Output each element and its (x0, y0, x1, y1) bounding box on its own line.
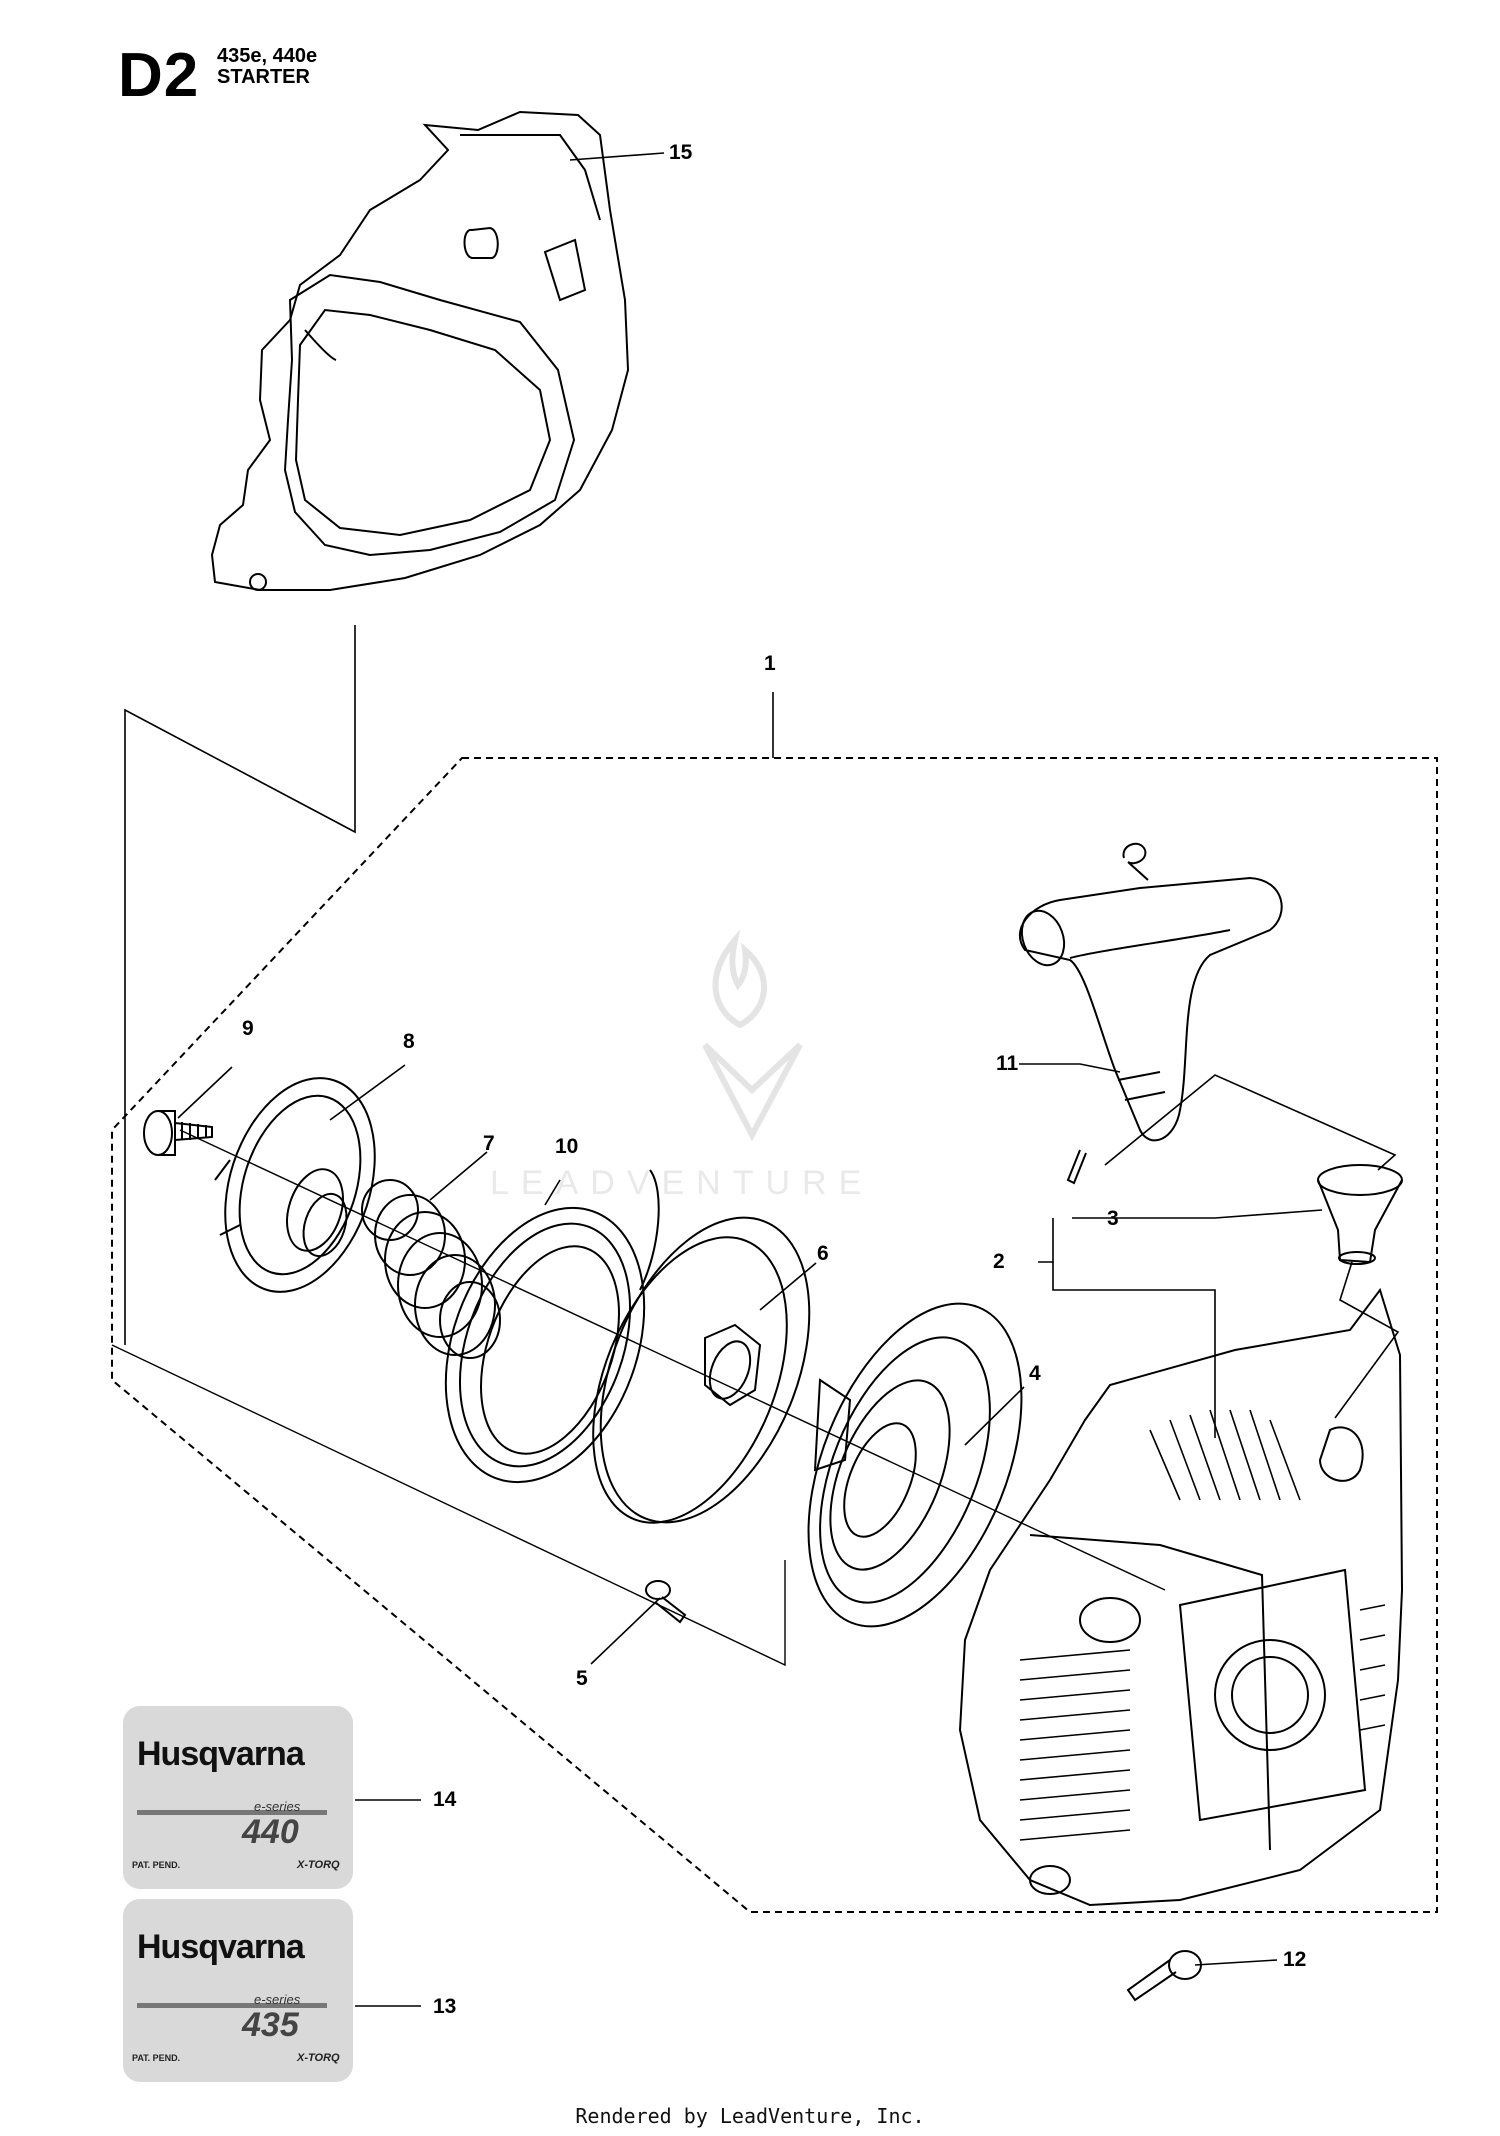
part-7-coil-spring (361, 1179, 501, 1359)
callout-1: 1 (764, 652, 776, 675)
decal-series: e-series (254, 1799, 301, 1814)
decal-brand: Husqvarna (137, 1735, 305, 1773)
callout-11: 11 (996, 1052, 1019, 1075)
footer-credit: Rendered by LeadVenture, Inc. (575, 2104, 925, 2128)
callout-8: 8 (403, 1030, 415, 1053)
part-11-starter-handle (1019, 842, 1283, 1185)
callout-4: 4 (1029, 1362, 1041, 1385)
callout-9: 9 (242, 1017, 254, 1040)
decal-patent: PAT. PEND. (132, 1860, 181, 1870)
callout-13: 13 (433, 1995, 457, 2018)
part-4-spring-cassette (807, 1302, 1023, 1628)
decal-patent: PAT. PEND. (132, 2053, 181, 2063)
model-list: 435e, 440e (217, 45, 318, 67)
callout-14: 14 (433, 1788, 457, 1811)
starter-housing (958, 1287, 1404, 1907)
decal-13-bg (121, 1897, 355, 2084)
decal-series: e-series (254, 1992, 301, 2007)
callout-3: 3 (1107, 1207, 1119, 1230)
watermark-text: LEADVENTURE (490, 1164, 874, 1202)
part-15-starter-shroud (210, 110, 630, 591)
callout-5: 5 (576, 1667, 588, 1690)
callout-leaders (177, 152, 1323, 2007)
decal-model: 440 (242, 1813, 299, 1851)
axis-box-line (111, 1344, 786, 1667)
callout-15: 15 (669, 141, 693, 164)
part-10-starter-rope (444, 1169, 660, 1484)
decal-14-bg (121, 1704, 355, 1891)
decal-14-stripe (137, 1810, 327, 1815)
callout-6: 6 (817, 1242, 829, 1265)
assembly-leader-lines (124, 625, 356, 1345)
page-code: D2 (118, 41, 200, 110)
part-6-rope-pulley (592, 1216, 811, 1524)
part-8-pulley-hub (214, 1077, 376, 1293)
assembly-axis-line (179, 1129, 1166, 1591)
watermark-flame-icon (702, 929, 803, 1142)
decal-13-stripe (137, 2003, 327, 2008)
decal-tech: X-TORQ (297, 1859, 340, 1871)
page-title: STARTER (217, 66, 310, 88)
part-12-screw (1126, 1950, 1202, 2002)
decal-brand: Husqvarna (137, 1928, 305, 1966)
part-3-leader-box (1104, 1074, 1400, 1419)
callout-10: 10 (555, 1135, 579, 1158)
assembly-1-boundary (111, 757, 1438, 1913)
decal-model: 435 (242, 2006, 299, 2044)
decal-13: Husqvarna e-series 435 PAT. PEND. X-TORQ (122, 1898, 354, 2073)
callout-2: 2 (993, 1250, 1005, 1273)
part-3-rope-guide (1317, 1164, 1403, 1265)
callout-12: 12 (1283, 1948, 1307, 1971)
decal-tech: X-TORQ (297, 2052, 340, 2064)
decal-14: Husqvarna e-series 440 PAT. PEND. X-TORQ (122, 1705, 354, 1880)
callout-7: 7 (483, 1132, 495, 1155)
